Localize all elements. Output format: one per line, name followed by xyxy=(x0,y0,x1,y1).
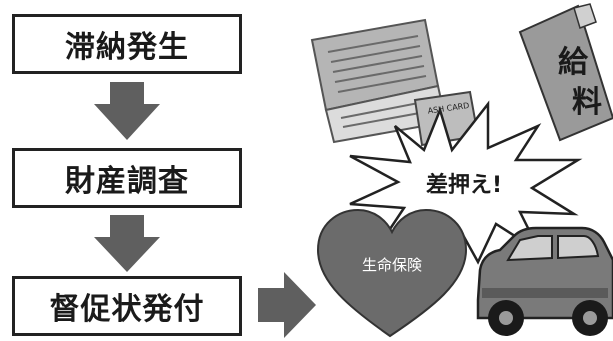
insurance-label: 生命保険 xyxy=(362,256,422,274)
salary-char-1: 給 xyxy=(558,45,589,80)
car-icon xyxy=(476,226,613,336)
step-label: 督促状発付 xyxy=(49,292,205,327)
step-asset-investigation: 財産調査 xyxy=(12,148,242,208)
step-label: 滞納発生 xyxy=(65,30,189,65)
arrow-right xyxy=(258,272,316,338)
salary-envelope-icon: 給 料 xyxy=(518,3,613,142)
burst-label: 差押え! xyxy=(426,172,502,198)
arrow-down-1 xyxy=(94,82,160,140)
step-demand-notice: 督促状発付 xyxy=(12,276,242,336)
salary-char-2: 料 xyxy=(572,85,602,120)
step-label: 財産調査 xyxy=(65,164,189,199)
arrow-down-2 xyxy=(94,215,160,272)
step-delinquency: 滞納発生 xyxy=(12,14,242,74)
life-insurance-heart: 生命保険 xyxy=(316,208,468,338)
